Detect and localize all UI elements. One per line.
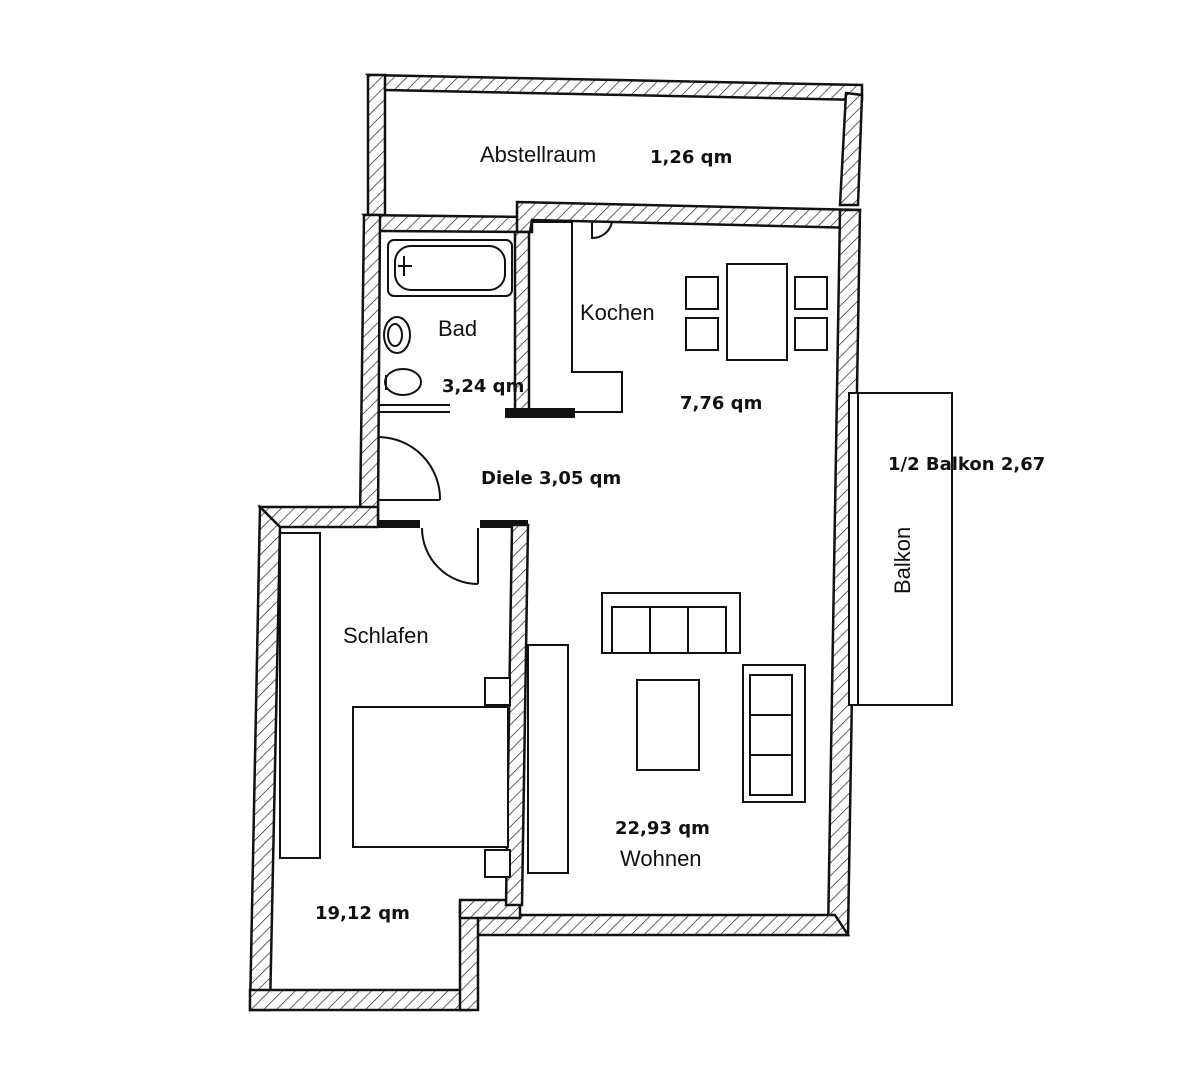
kochen-area: 7,76 qm bbox=[680, 393, 762, 414]
interior-walls bbox=[378, 230, 575, 907]
balkon-name: Balkon bbox=[890, 527, 915, 594]
kitchen-counter bbox=[532, 221, 623, 413]
diele-label: Diele 3,05 qm bbox=[481, 468, 621, 489]
bathroom-fixtures bbox=[383, 239, 513, 396]
wohnen-name: Wohnen bbox=[620, 846, 702, 871]
dining-set bbox=[685, 263, 828, 361]
abstellraum-area: 1,26 qm bbox=[650, 147, 732, 168]
bad-name: Bad bbox=[438, 316, 477, 341]
balcony bbox=[848, 392, 953, 706]
bad-area: 3,24 qm bbox=[442, 376, 524, 397]
schlafen-name: Schlafen bbox=[343, 623, 429, 648]
kochen-name: Kochen bbox=[580, 300, 655, 325]
outer-walls bbox=[248, 200, 862, 1012]
living-furniture bbox=[527, 592, 806, 874]
abstellraum-name: Abstellraum bbox=[480, 142, 596, 167]
abstellraum-walls bbox=[364, 73, 864, 217]
wohnen-area: 22,93 qm bbox=[615, 818, 710, 839]
balkon-note: 1/2 Balkon 2,67 bbox=[888, 454, 1045, 475]
bedroom-furniture bbox=[279, 532, 511, 878]
schlafen-area: 19,12 qm bbox=[315, 903, 410, 924]
doors bbox=[377, 221, 613, 585]
